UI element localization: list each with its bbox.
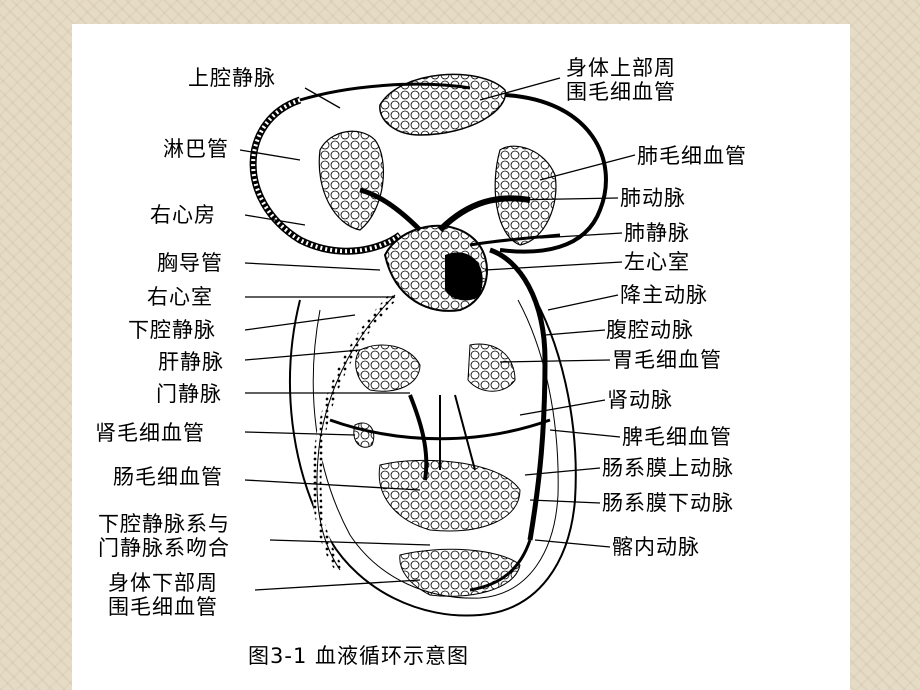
kidney-capillary — [353, 422, 375, 448]
label-thoracic-duct: 胸导管 — [157, 251, 223, 275]
label-intestinal-capillaries: 肠毛细血管 — [113, 465, 223, 489]
label-renal-capillaries: 肾毛细血管 — [95, 421, 205, 445]
label-superior-vena-cava: 上腔静脉 — [188, 66, 276, 90]
left-ventricle — [445, 252, 483, 301]
label-pulmonary-artery: 肺动脉 — [620, 186, 686, 210]
liver-capillaries — [355, 344, 421, 392]
label-inferior-vena-cava: 下腔静脉 — [128, 318, 216, 342]
label-upper-body-capillaries-line2: 围毛细血管 — [566, 80, 676, 104]
label-anastomosis-line1: 下腔静脉系与 — [98, 512, 230, 536]
label-renal-artery: 肾动脉 — [607, 388, 673, 412]
label-inferior-mesenteric-artery: 肠系膜下动脉 — [602, 491, 734, 515]
label-celiac-artery: 腹腔动脉 — [606, 318, 694, 342]
label-splenic-capillaries: 脾毛细血管 — [622, 425, 732, 449]
label-portal-vein: 门静脉 — [156, 382, 222, 406]
label-right-ventricle: 右心室 — [147, 285, 213, 309]
pulmonary-artery — [437, 195, 531, 233]
label-pulmonary-vein: 肺静脉 — [624, 221, 690, 245]
label-lower-body-capillaries-line1: 身体下部周 — [108, 571, 218, 595]
label-pulmonary-capillaries: 肺毛细血管 — [637, 144, 747, 168]
upper-arterial-arc — [499, 93, 608, 254]
descending-aorta — [489, 247, 548, 541]
label-lower-body-capillaries-line2: 围毛细血管 — [108, 595, 218, 619]
label-upper-body-capillaries-line1: 身体上部周 — [566, 56, 676, 80]
label-right-atrium: 右心房 — [150, 203, 216, 227]
lower-body-capillaries — [399, 548, 521, 597]
label-lymphatic-vessel: 淋巴管 — [163, 137, 229, 161]
right-leader-lines — [479, 77, 636, 548]
label-hepatic-vein: 肝静脉 — [158, 350, 224, 374]
body-outline — [289, 289, 577, 617]
intestine-capillaries — [378, 459, 521, 532]
right-lung — [318, 130, 385, 231]
upper-body-capillary-bed — [379, 73, 507, 136]
label-descending-aorta: 降主动脉 — [620, 283, 708, 307]
label-internal-iliac-artery: 髂内动脉 — [612, 535, 700, 559]
left-leader-lines — [239, 87, 431, 591]
label-anastomosis-line2: 门静脉系吻合 — [98, 536, 230, 560]
label-left-ventricle: 左心室 — [624, 250, 690, 274]
label-superior-mesenteric-artery: 肠系膜上动脉 — [602, 456, 734, 480]
stomach-capillaries — [467, 343, 516, 392]
label-gastric-capillaries: 胃毛细血管 — [612, 348, 722, 372]
figure-caption: 图3-1 血液循环示意图 — [248, 644, 469, 668]
